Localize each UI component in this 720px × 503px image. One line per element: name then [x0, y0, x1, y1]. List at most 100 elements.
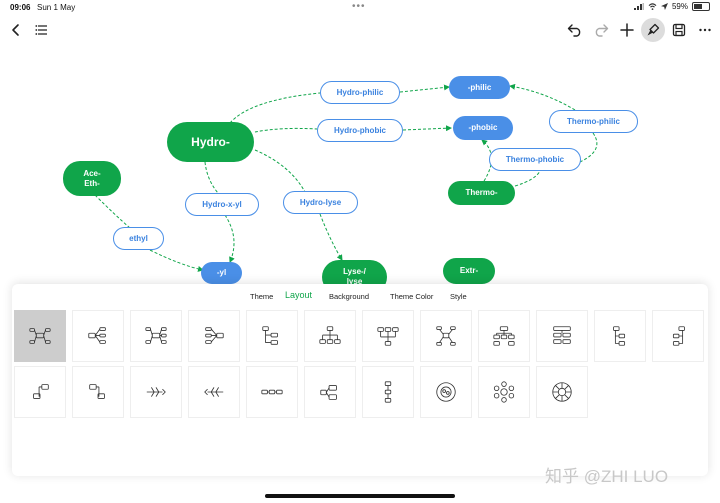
battery-fill: [694, 4, 702, 9]
home-indicator[interactable]: [265, 494, 455, 498]
layout-option[interactable]: [594, 310, 646, 362]
matrix-layout-icon: [553, 326, 571, 344]
layout-option[interactable]: [362, 366, 414, 418]
layout-option[interactable]: [14, 310, 66, 362]
connector-hydrophilic-philic: [399, 84, 450, 93]
node-philic[interactable]: -philic: [449, 76, 510, 99]
timeline-bubble-icon: [320, 385, 337, 400]
timeline-horizontal-icon: [261, 389, 283, 395]
status-time: 09:06: [10, 3, 31, 12]
connector-thermo-phobic: [481, 139, 492, 182]
layout-option[interactable]: [188, 366, 240, 418]
layout-option[interactable]: [362, 310, 414, 362]
battery-icon: [692, 2, 710, 11]
tab-background[interactable]: Background: [329, 292, 370, 301]
node-extr[interactable]: Extr-: [443, 258, 495, 284]
watermark: 知乎 @ZHI LUO: [545, 467, 669, 486]
layout-option[interactable]: [304, 366, 356, 418]
node-lyse-line2: lyse: [346, 277, 363, 286]
add-icon[interactable]: [615, 18, 639, 42]
format-brush-icon[interactable]: [641, 18, 665, 42]
node-hydrolyse[interactable]: Hydro-lyse: [283, 191, 358, 214]
node-yl[interactable]: -yl: [201, 262, 242, 284]
node-phobic[interactable]: -phobic: [453, 116, 513, 140]
connector-thermo-thermophobic: [514, 170, 541, 187]
layout-option[interactable]: [130, 366, 182, 418]
mindmap-canvas[interactable]: Hydro- -philic -phobic Hydro-philic Hydr…: [0, 44, 720, 286]
right-tree-compact-icon: [613, 326, 626, 346]
multitasking-dots-icon[interactable]: •••: [352, 1, 366, 12]
node-lyse-line1: Lyse-/: [343, 267, 366, 277]
layout-option[interactable]: [420, 310, 472, 362]
node-ethyl[interactable]: ethyl: [113, 227, 164, 250]
node-lyse[interactable]: Lyse-/ lyse: [322, 260, 387, 286]
fishbone-right-icon: [146, 387, 166, 397]
layout-option[interactable]: [536, 310, 588, 362]
balanced-map-layout-icon: [145, 327, 167, 344]
signal-icon: [633, 3, 644, 10]
node-aceeth-line1: Ace-: [83, 168, 101, 178]
node-hydrophilic[interactable]: Hydro-philic: [320, 81, 400, 104]
outline-icon[interactable]: [30, 18, 54, 42]
layout-option[interactable]: [304, 310, 356, 362]
node-thermo[interactable]: Thermo-: [448, 181, 515, 205]
circle-map-icon: [436, 382, 456, 402]
tab-theme[interactable]: Theme: [250, 292, 274, 301]
more-icon[interactable]: [693, 18, 717, 42]
location-icon: [660, 3, 668, 10]
back-icon[interactable]: [4, 18, 28, 42]
right-tree-layout-icon: [262, 326, 278, 345]
tab-layout[interactable]: Layout: [285, 290, 313, 300]
org-chart-down-icon: [319, 326, 341, 344]
connector-hydrophobic-phobic: [402, 125, 452, 132]
left-tree-compact-icon: [672, 326, 685, 346]
timeline-vertical-icon: [384, 381, 392, 403]
node-aceeth-line2: Eth-: [84, 178, 100, 188]
layout-option[interactable]: [478, 310, 530, 362]
node-hydroxyl[interactable]: Hydro-x-yl: [185, 193, 259, 216]
layout-option[interactable]: [130, 310, 182, 362]
redo-icon[interactable]: [589, 18, 613, 42]
tree-table-icon: [493, 326, 515, 346]
layout-option[interactable]: [478, 366, 530, 418]
status-right: 59%: [633, 2, 710, 11]
tab-style[interactable]: Style: [450, 292, 467, 301]
layout-panel: Theme Layout Background Theme Color Styl…: [12, 284, 708, 476]
connector-thermophilic-thermophobic: [579, 132, 598, 163]
layout-option[interactable]: [14, 366, 66, 418]
wifi-icon: [648, 3, 657, 10]
node-thermophobic[interactable]: Thermo-phobic: [489, 148, 581, 171]
status-bar: 09:06 Sun 1 May ••• 59%: [0, 0, 720, 14]
connector-ethyl-yl: [149, 249, 204, 272]
layout-option[interactable]: [72, 310, 124, 362]
toolbar: [0, 18, 720, 42]
left-map-layout-icon: [205, 327, 224, 344]
right-map-layout-icon: [88, 327, 106, 344]
tab-theme-color[interactable]: Theme Color: [390, 292, 434, 301]
node-thermophilic[interactable]: Thermo-philic: [549, 110, 638, 133]
connector-aceeth-ethyl: [94, 194, 131, 229]
layout-option[interactable]: [536, 366, 588, 418]
status-date: Sun 1 May: [37, 3, 76, 12]
bubble-cluster-icon: [493, 381, 515, 403]
layout-option[interactable]: [188, 310, 240, 362]
layout-option[interactable]: [72, 366, 124, 418]
left-bracket-icon: [33, 384, 49, 399]
radial-ring-icon: [552, 382, 572, 402]
battery-percent: 59%: [671, 2, 688, 11]
connector-hydro-hydrolyse: [254, 149, 306, 193]
undo-icon[interactable]: [563, 18, 587, 42]
connector-hydro-hydroxyl: [204, 161, 219, 194]
node-hydro[interactable]: Hydro-: [167, 122, 254, 162]
mind-map-layout-icon: [29, 328, 51, 344]
layout-option[interactable]: [420, 366, 472, 418]
connector-hydro-hydrophilic: [229, 92, 321, 124]
layout-option[interactable]: [246, 310, 298, 362]
node-aceeth[interactable]: Ace- Eth-: [63, 161, 121, 196]
layout-option[interactable]: [652, 310, 704, 362]
right-bracket-icon: [89, 384, 105, 399]
layout-option[interactable]: [246, 366, 298, 418]
tree-chart-icon: [436, 326, 456, 346]
save-icon[interactable]: [667, 18, 691, 42]
node-hydrophobic[interactable]: Hydro-phobic: [317, 119, 403, 142]
